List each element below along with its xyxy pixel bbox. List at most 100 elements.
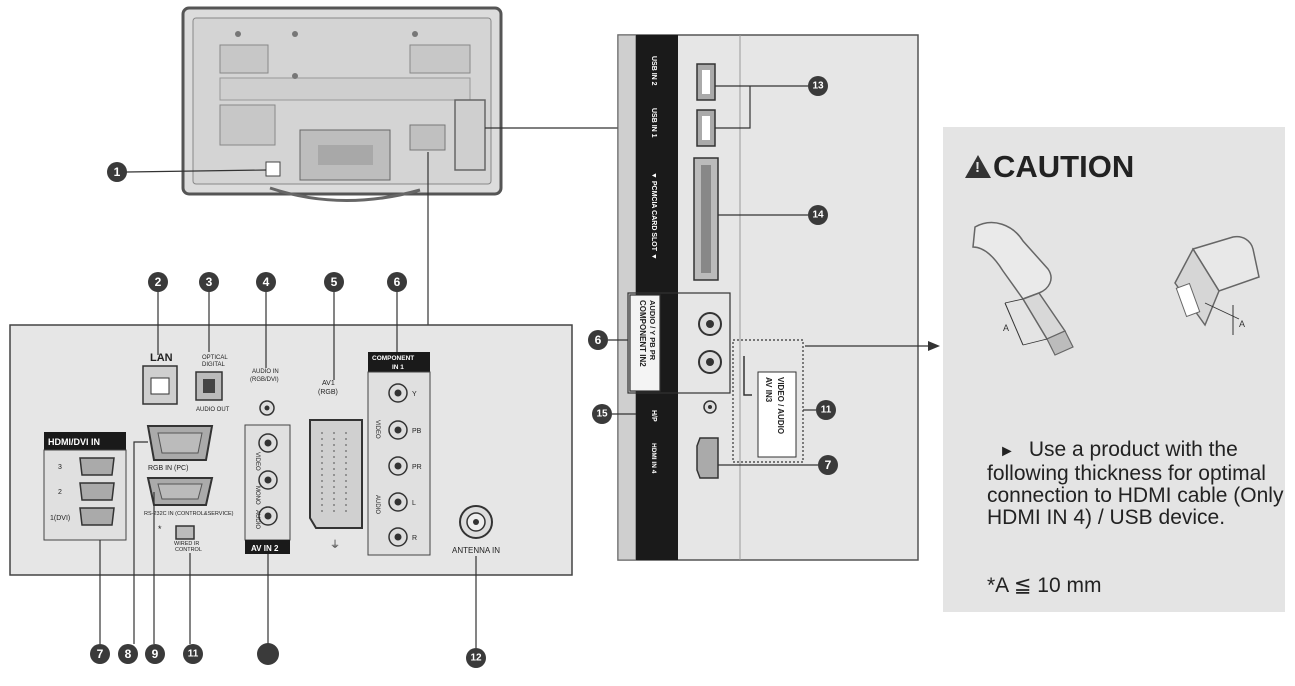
power-socket [265,161,281,177]
hdmi-dvi-in-label: HDMI/DVI IN [48,437,100,447]
svg-text:6: 6 [595,333,602,347]
caution-text: ►Use a product with the following thickn… [987,439,1287,529]
jack-hole [394,498,402,506]
wired-ir-label: WIRED IR [174,541,199,547]
hdmi-3-label: 3 [58,464,62,471]
av-in2-label-bar [245,540,290,554]
screw [412,31,418,37]
wired-ir-port [175,525,195,540]
svg-text:14: 14 [812,210,824,221]
callout-7b: 7 [818,455,838,475]
callout-5: 5 [324,272,344,292]
av-in3-label-box [757,371,797,458]
hp-label: H/P [650,410,657,422]
svg-text:15: 15 [596,409,608,420]
av-in2-mono-label: MONO [254,486,260,505]
cable-illustrations: A A [972,221,1260,356]
svg-text:5: 5 [331,275,338,289]
tv-side-panel [454,99,486,171]
component-in2-label-2: AUDIO / Y PB PR [648,300,657,361]
component-in2-label: COMPONENT IN2 [638,300,647,367]
optical-port-socket [203,379,215,393]
callout-12: 12 [466,648,486,668]
caution-arrow-head [928,341,940,351]
callout-2: 2 [148,272,168,292]
callout-6: 6 [387,272,407,292]
component-in1-label-bar [368,352,430,372]
svg-text:12: 12 [470,653,482,664]
usb-in2-slot [702,70,710,94]
av-in3-bracket [743,356,752,396]
svg-text:11: 11 [821,405,832,416]
callout-6b: 6 [588,330,608,350]
tv-back-strip [219,77,471,101]
jack-hole [394,462,402,470]
jack-hole [394,389,402,397]
callouts: 1 2 3 4 5 6 7 8 9 11 12 13 14 6 15 11 7 [90,76,838,668]
hdmi-dim-label: A [1003,323,1009,333]
component-pb-label: PB [412,428,422,435]
callout-8: 8 [118,644,138,664]
component-in2-outline [627,292,731,394]
antenna-in-label: ANTENNA IN [452,546,500,555]
tv-back-block [409,44,471,74]
optical-port [195,371,223,401]
hdmi-2-port [79,482,115,501]
bullet-arrow-icon: ► [999,443,1015,460]
jack-hole [708,405,712,409]
callout-3: 3 [199,272,219,292]
svg-text:9: 9 [152,647,159,661]
svg-text:2: 2 [155,275,162,289]
callout-10 [257,643,279,665]
scart-ground-symbol: ⏚ [330,539,340,551]
rs232-label: RS-232C IN (CONTROL&SERVICE) [144,511,234,517]
svg-text:3: 3 [206,275,213,289]
scart-port [309,419,363,529]
antenna-pin [473,519,479,525]
av-in3-label-2: VIDEO / AUDIO [776,377,785,434]
hdmi-3-port [79,457,115,476]
tv-rear-view [181,6,503,203]
component-l-label: L [412,500,416,507]
wired-ir-label-2: CONTROL [175,547,202,553]
caution-title: CAUTION [965,149,1134,185]
tv-stand-base [269,186,421,203]
pcmcia-slot-inner [701,165,711,273]
component-y-label: Y [412,391,417,398]
av-in2-audio-label: AUDIO [254,510,260,529]
jack-hole [394,533,402,541]
scart-pins [321,432,347,516]
svg-text:8: 8 [125,647,132,661]
av-in2-label: AV IN 2 [251,544,279,553]
caution-title-text: CAUTION [993,149,1135,184]
callout-9: 9 [145,644,165,664]
usb-in1-slot [702,116,710,140]
av1-label-2: (RGB) [318,389,338,396]
optical-label: OPTICAL [202,355,228,361]
component-in1-label: COMPONENT [372,355,414,362]
component-r-label: R [412,535,417,542]
hdmi-cable-illustration: A [972,221,1074,356]
jack-hole [264,476,272,484]
callout-11b: 11 [816,400,836,420]
callout-1: 1 [107,162,127,182]
svg-text:1: 1 [114,165,121,179]
hdmi-2-label: 2 [58,489,62,496]
screw [292,31,298,37]
lan-port [142,365,178,405]
svg-text:7: 7 [97,647,104,661]
usb-dim-label: A [1239,319,1245,329]
callout-7: 7 [90,644,110,664]
component-video-label: VIDEO [374,420,380,439]
svg-text:6: 6 [394,275,401,289]
screw [235,31,241,37]
callout-leaders [99,291,477,648]
rgb-in-port-inner [157,432,203,454]
rgb-in-label: RGB IN (PC) [148,465,188,472]
svg-text:7: 7 [825,458,832,472]
hdmi-label-bar [44,432,126,450]
tv-stand-neck [318,145,373,165]
caution-box: CAUTION A A ►Use a product with the foll… [943,127,1285,612]
pcmcia-label: ▼ PCMCIA CARD SLOT ▼ [650,172,657,260]
